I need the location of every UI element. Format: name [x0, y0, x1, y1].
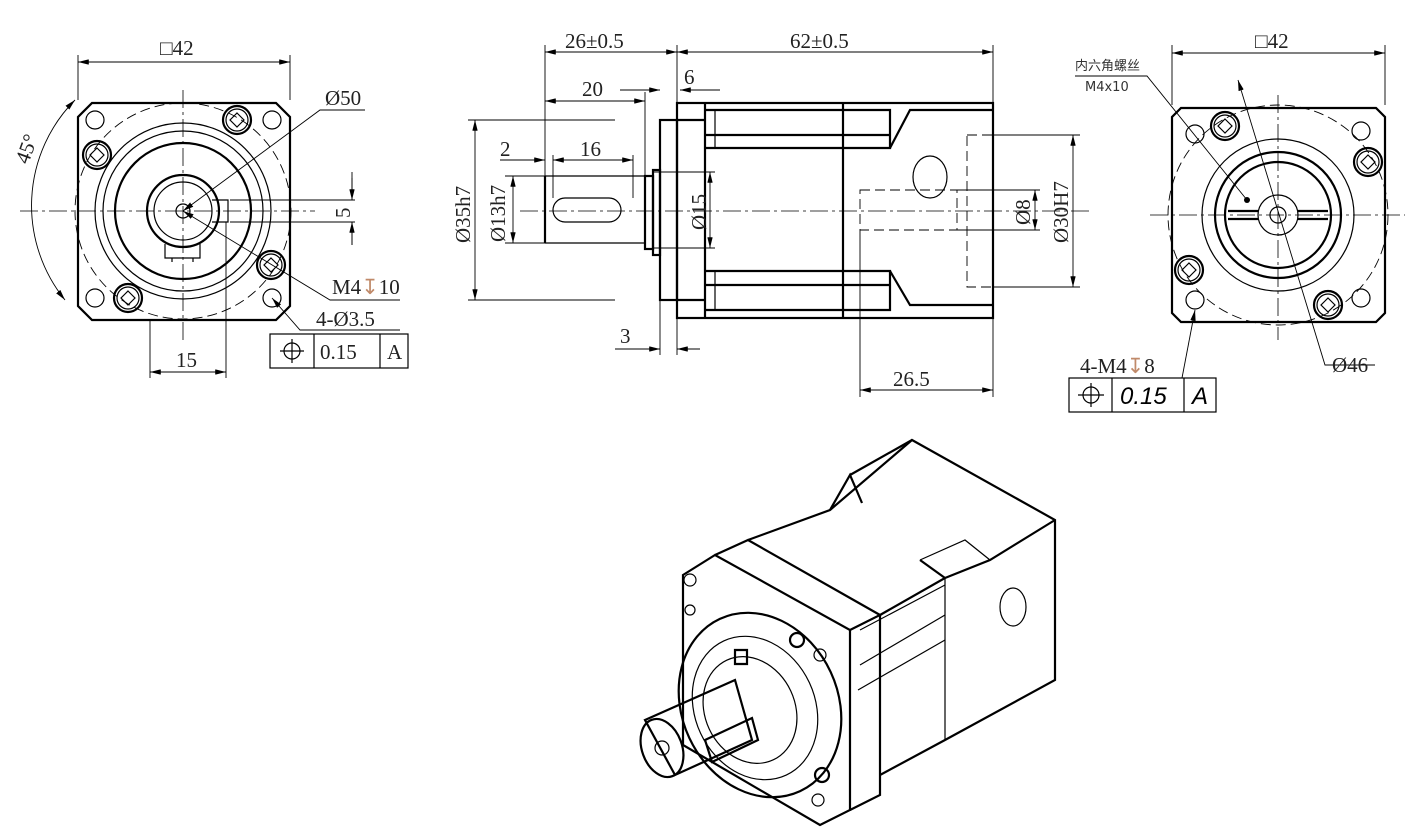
dim-square: □42 — [160, 36, 194, 60]
mount-hole — [1351, 121, 1371, 141]
screw-icon — [221, 104, 253, 136]
dim-pcd: Ø46 — [1332, 353, 1368, 377]
screw-icon — [112, 282, 144, 314]
tolerance-frame — [269, 333, 409, 369]
dim-shaft-length: 26±0.5 — [565, 29, 624, 53]
bore-hidden — [859, 189, 958, 231]
holes-label: 4-Ø3.5 — [316, 307, 375, 331]
mount-hole — [85, 110, 105, 130]
rear-outline — [1170, 106, 1387, 324]
svg-text:A: A — [1190, 383, 1208, 410]
svg-text:A: A — [387, 340, 403, 364]
iso-shaft — [643, 678, 754, 777]
dim-hub-dia: Ø15 — [687, 194, 711, 230]
dim-pilot-dia: Ø35h7 — [451, 186, 475, 243]
rear-view: □42 内六角螺丝 M4x10 Ø46 4-M4↧8 0.15 A — [1068, 29, 1405, 413]
holes-label-rear: 4-M4↧8 — [1080, 354, 1155, 378]
screw-note: 内六角螺丝 — [1075, 58, 1140, 74]
mount-hole — [85, 288, 105, 308]
front-view: □42 45° Ø50 5 M4↧10 4-Ø3.5 0.15 A 15 — [10, 36, 409, 378]
dim-key-offset: 2 — [500, 137, 511, 161]
dim-key-length: 16 — [580, 137, 601, 161]
svg-text:0.15: 0.15 — [320, 340, 357, 364]
dim-input-pilot-dia: Ø30H7 — [1049, 181, 1073, 243]
flange — [658, 118, 679, 302]
iso-key — [703, 716, 760, 764]
key-slot — [552, 197, 622, 223]
screw-icon — [1209, 110, 1241, 142]
screw-icon — [255, 249, 287, 281]
mount-hole — [1351, 288, 1371, 308]
dim-input-depth: 26.5 — [893, 367, 930, 391]
flange-outline — [76, 101, 292, 322]
iso-access-hole — [999, 587, 1027, 627]
dim-bore-dia: Ø8 — [1011, 199, 1035, 225]
dim-offset: 15 — [176, 348, 197, 372]
screw-spec: M4x10 — [1085, 80, 1129, 95]
svg-text:0.15: 0.15 — [1120, 383, 1167, 410]
screw-icon — [1312, 289, 1344, 321]
dim-outer-dia: Ø50 — [325, 86, 361, 110]
side-view: 26±0.5 62±0.5 20 6 2 16 Ø35h7 Ø13h7 Ø15 … — [451, 29, 1090, 397]
mount-hole — [1185, 124, 1205, 144]
thread-label: M4↧10 — [332, 275, 400, 299]
dim-key-total: 20 — [582, 77, 603, 101]
access-hole — [912, 155, 948, 199]
mount-hole — [1185, 290, 1205, 310]
dim-key-width: 5 — [331, 208, 355, 219]
isometric-view — [639, 438, 1057, 827]
tolerance-frame-rear — [1068, 377, 1217, 413]
dim-flange-thickness: 6 — [684, 65, 695, 89]
dim-shaft-dia: Ø13h7 — [486, 185, 510, 242]
dim-body-length: 62±0.5 — [790, 29, 849, 53]
mount-hole — [262, 110, 282, 130]
dim-square-rear: □42 — [1255, 29, 1289, 53]
iso-flange-face — [681, 553, 852, 827]
dim-step: 3 — [620, 324, 631, 348]
